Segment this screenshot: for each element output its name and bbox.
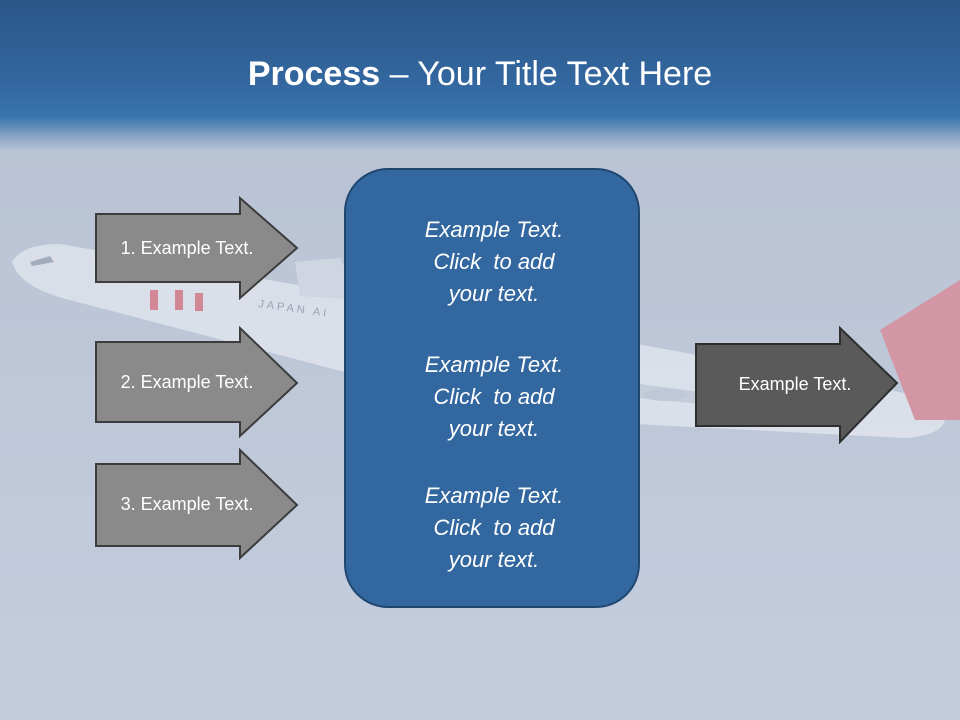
title-banner <box>0 0 960 150</box>
slide-title: Process – Your Title Text Here <box>0 52 960 96</box>
center-block-3-line-3: your text. <box>448 547 540 572</box>
left-arrow-1-label: 1. Example Text. <box>120 237 254 258</box>
center-block-2-line-2: Click to add <box>433 384 555 409</box>
center-block-1-line-2: Click to add <box>433 249 555 274</box>
center-text-box[interactable]: Example Text. Click to add your text. Ex… <box>344 168 640 608</box>
center-block-1-line-1: Example Text. <box>424 217 564 242</box>
center-block-3-line-2: Click to add <box>433 515 555 540</box>
right-arrow-label: Example Text. <box>738 373 852 394</box>
left-arrow-2[interactable]: 2. Example Text. <box>94 326 300 438</box>
left-arrow-1[interactable]: 1. Example Text. <box>94 196 300 300</box>
left-arrow-3-label: 3. Example Text. <box>120 493 254 514</box>
center-block-3: Example Text. Click to add your text. <box>346 480 642 576</box>
left-arrow-3[interactable]: 3. Example Text. <box>94 448 300 560</box>
center-block-2: Example Text. Click to add your text. <box>346 349 642 445</box>
center-block-1-line-3: your text. <box>448 281 540 306</box>
center-block-1: Example Text. Click to add your text. <box>346 214 642 310</box>
center-block-2-line-1: Example Text. <box>424 352 564 377</box>
left-arrow-2-label: 2. Example Text. <box>120 371 254 392</box>
center-block-2-line-3: your text. <box>448 416 540 441</box>
center-block-3-line-1: Example Text. <box>424 483 564 508</box>
title-rest: – Your Title Text Here <box>380 55 713 93</box>
title-bold: Process <box>247 55 381 93</box>
right-arrow[interactable]: Example Text. <box>694 326 900 444</box>
